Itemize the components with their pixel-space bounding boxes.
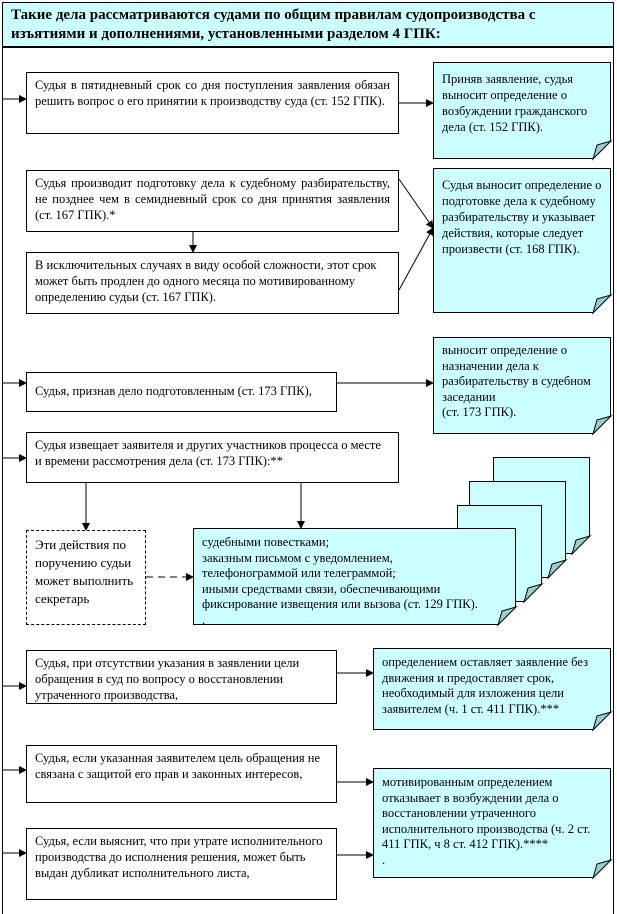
outcome-note-text: определением оставляет заявление без дви… — [373, 648, 611, 730]
step-box-preparation: Судья производит подготовку дела к судеб… — [26, 170, 399, 232]
outcome-note-text: судебными повестками; заказным письмом с… — [193, 528, 516, 625]
outcome-note-text: выносит определение о назначении дела к … — [433, 337, 611, 434]
header-title: Такие дела рассматриваются судами по общ… — [2, 2, 614, 47]
flow-frame — [2, 47, 614, 914]
step-box-ready: Судья, признав дело подготовленным (ст. … — [26, 372, 337, 412]
step-box-not-related: Судья, если указанная заявителем цель об… — [26, 745, 337, 803]
outcome-note-hearing: выносит определение о назначении дела к … — [433, 337, 611, 434]
outcome-note-text: мотивированным определением отказывает в… — [373, 768, 611, 878]
secretary-note-box: Эти действия по поручению судьи может вы… — [26, 530, 146, 625]
outcome-note-text: Приняв заявление, судья выносит определе… — [433, 62, 611, 159]
step-box-notify: Судья извещает заявителя и других участн… — [26, 432, 399, 483]
outcome-note-notify-methods: судебными повестками; заказным письмом с… — [193, 528, 516, 625]
step-box-extension: В исключительных случаях в виду особой с… — [26, 252, 399, 314]
step-box-duplicate: Судья, если выяснит, что при утрате испо… — [26, 828, 337, 900]
step-box-acceptance: Судья в пятидневный срок со дня поступле… — [26, 72, 399, 134]
outcome-note-refusal: мотивированным определением отказывает в… — [373, 768, 611, 878]
outcome-note-preparation: Судья выносит определение о подготовке д… — [433, 168, 611, 313]
outcome-note-initiation: Приняв заявление, судья выносит определе… — [433, 62, 611, 159]
outcome-note-text: Судья выносит определение о подготовке д… — [433, 168, 611, 313]
outcome-note-leave-without-motion: определением оставляет заявление без дви… — [373, 648, 611, 730]
step-box-no-purpose: Судья, при отсутствии указания в заявлен… — [26, 650, 337, 704]
